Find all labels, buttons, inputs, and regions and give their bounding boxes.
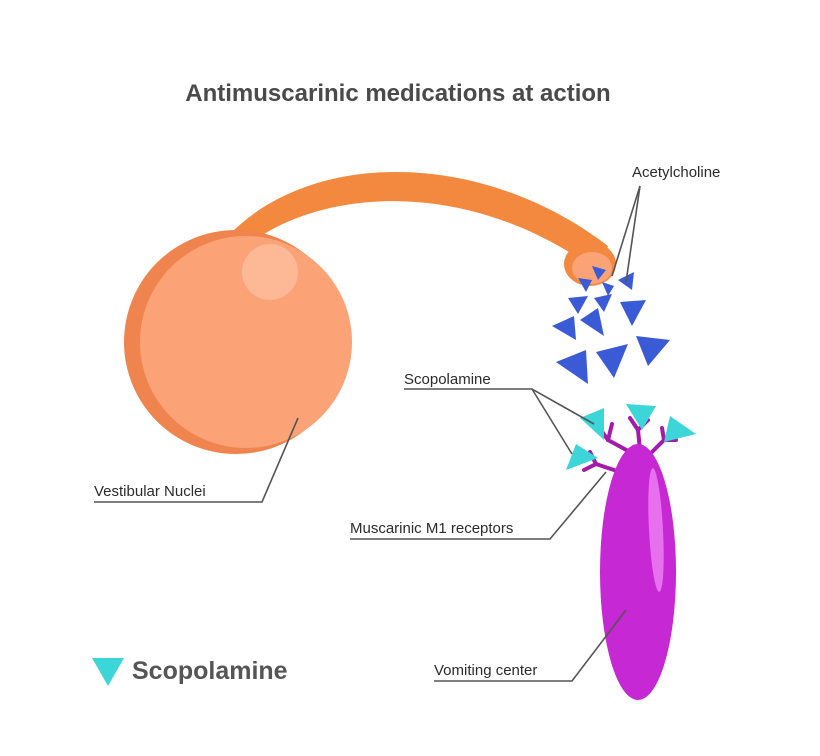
scopolamine-icon [566,444,598,470]
axon [228,171,608,270]
scopolamine-icon [664,416,696,442]
acetylcholine-icon [578,278,592,292]
label-acetylcholine: Acetylcholine [632,164,720,181]
label-scopolamine: Scopolamine [404,371,491,388]
legend: Scopolamine [92,657,288,686]
vestibular-nuclei-cell [124,230,352,454]
acetylcholine-icon [592,266,606,280]
diagram-title: Antimuscarinic medications at action [185,80,610,107]
acetylcholine-icon [552,316,576,340]
label-muscarinic-receptors: Muscarinic M1 receptors [350,520,513,537]
leader-scopolamine [531,388,573,455]
vomiting-center-cell [600,444,676,700]
leader-receptors [350,471,607,540]
acetylcholine-icon [602,282,614,296]
acetylcholine-molecules [552,266,670,384]
scopolamine-molecules [566,404,696,470]
acetylcholine-icon [620,300,646,326]
leader-scopolamine [404,388,595,425]
leader-vomiting [434,609,627,682]
acetylcholine-icon [556,350,588,384]
label-vestibular-nuclei: Vestibular Nuclei [94,483,206,500]
leader-vestibular [94,417,299,503]
acetylcholine-icon [594,294,612,312]
scopolamine-icon [626,404,656,430]
leader-acetylcholine [611,185,641,277]
legend-label: Scopolamine [132,657,288,685]
axon-terminal [564,242,616,286]
leader-lines [94,185,641,682]
acetylcholine-icon [596,344,628,378]
acetylcholine-icon [636,336,670,366]
acetylcholine-icon [580,308,604,336]
acetylcholine-icon [568,296,588,314]
label-vomiting-center: Vomiting center [434,662,537,679]
leader-acetylcholine [625,185,641,283]
scopolamine-icon [580,408,604,440]
triangle-icon [92,658,124,686]
